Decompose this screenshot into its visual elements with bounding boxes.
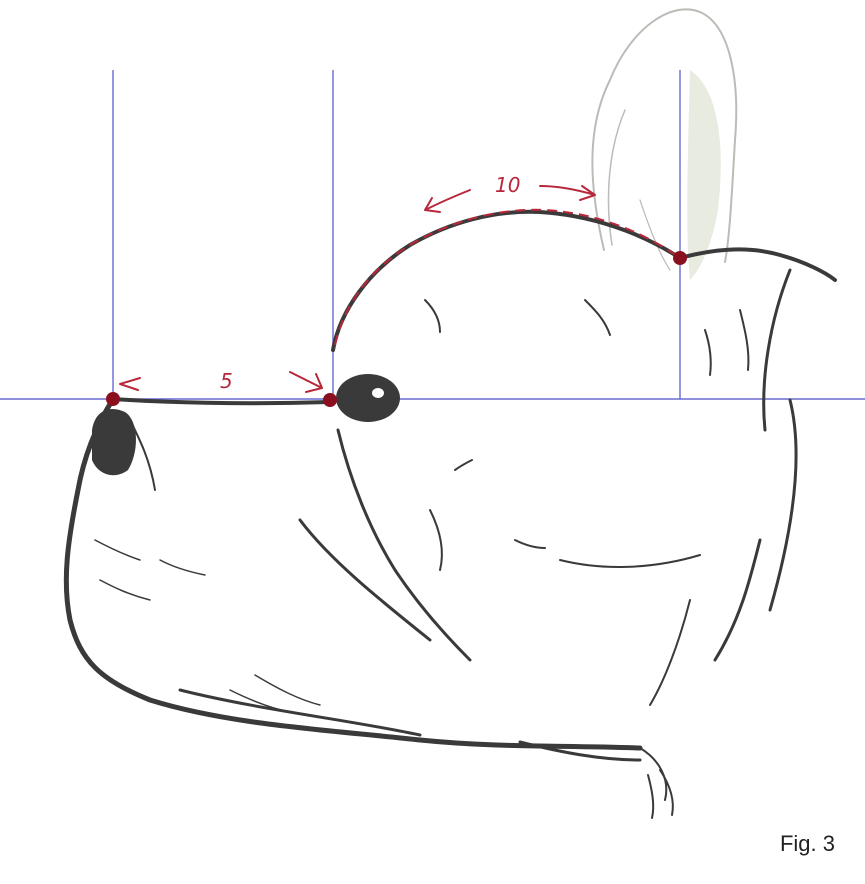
- nose: [92, 409, 136, 475]
- eye: [336, 374, 400, 422]
- skull-arrow-left: [425, 190, 470, 212]
- head-outline: [66, 212, 835, 800]
- stop-landmark-point: [323, 393, 337, 407]
- muzzle-arrow-right: [290, 372, 322, 392]
- skull-length-label: 10: [495, 173, 520, 197]
- nose-landmark-point: [106, 392, 120, 406]
- skull-arrow-right: [540, 186, 595, 200]
- muzzle-arrow-left: [120, 378, 140, 390]
- muzzle-length-label: 5: [220, 369, 233, 393]
- skull-length-arc: [335, 210, 680, 345]
- ear-outline: [592, 9, 736, 280]
- eye-highlight: [372, 388, 384, 398]
- figure-caption: Fig. 3: [780, 831, 835, 857]
- occiput-landmark-point: [673, 251, 687, 265]
- measurement-annotations: 5 10: [106, 173, 687, 407]
